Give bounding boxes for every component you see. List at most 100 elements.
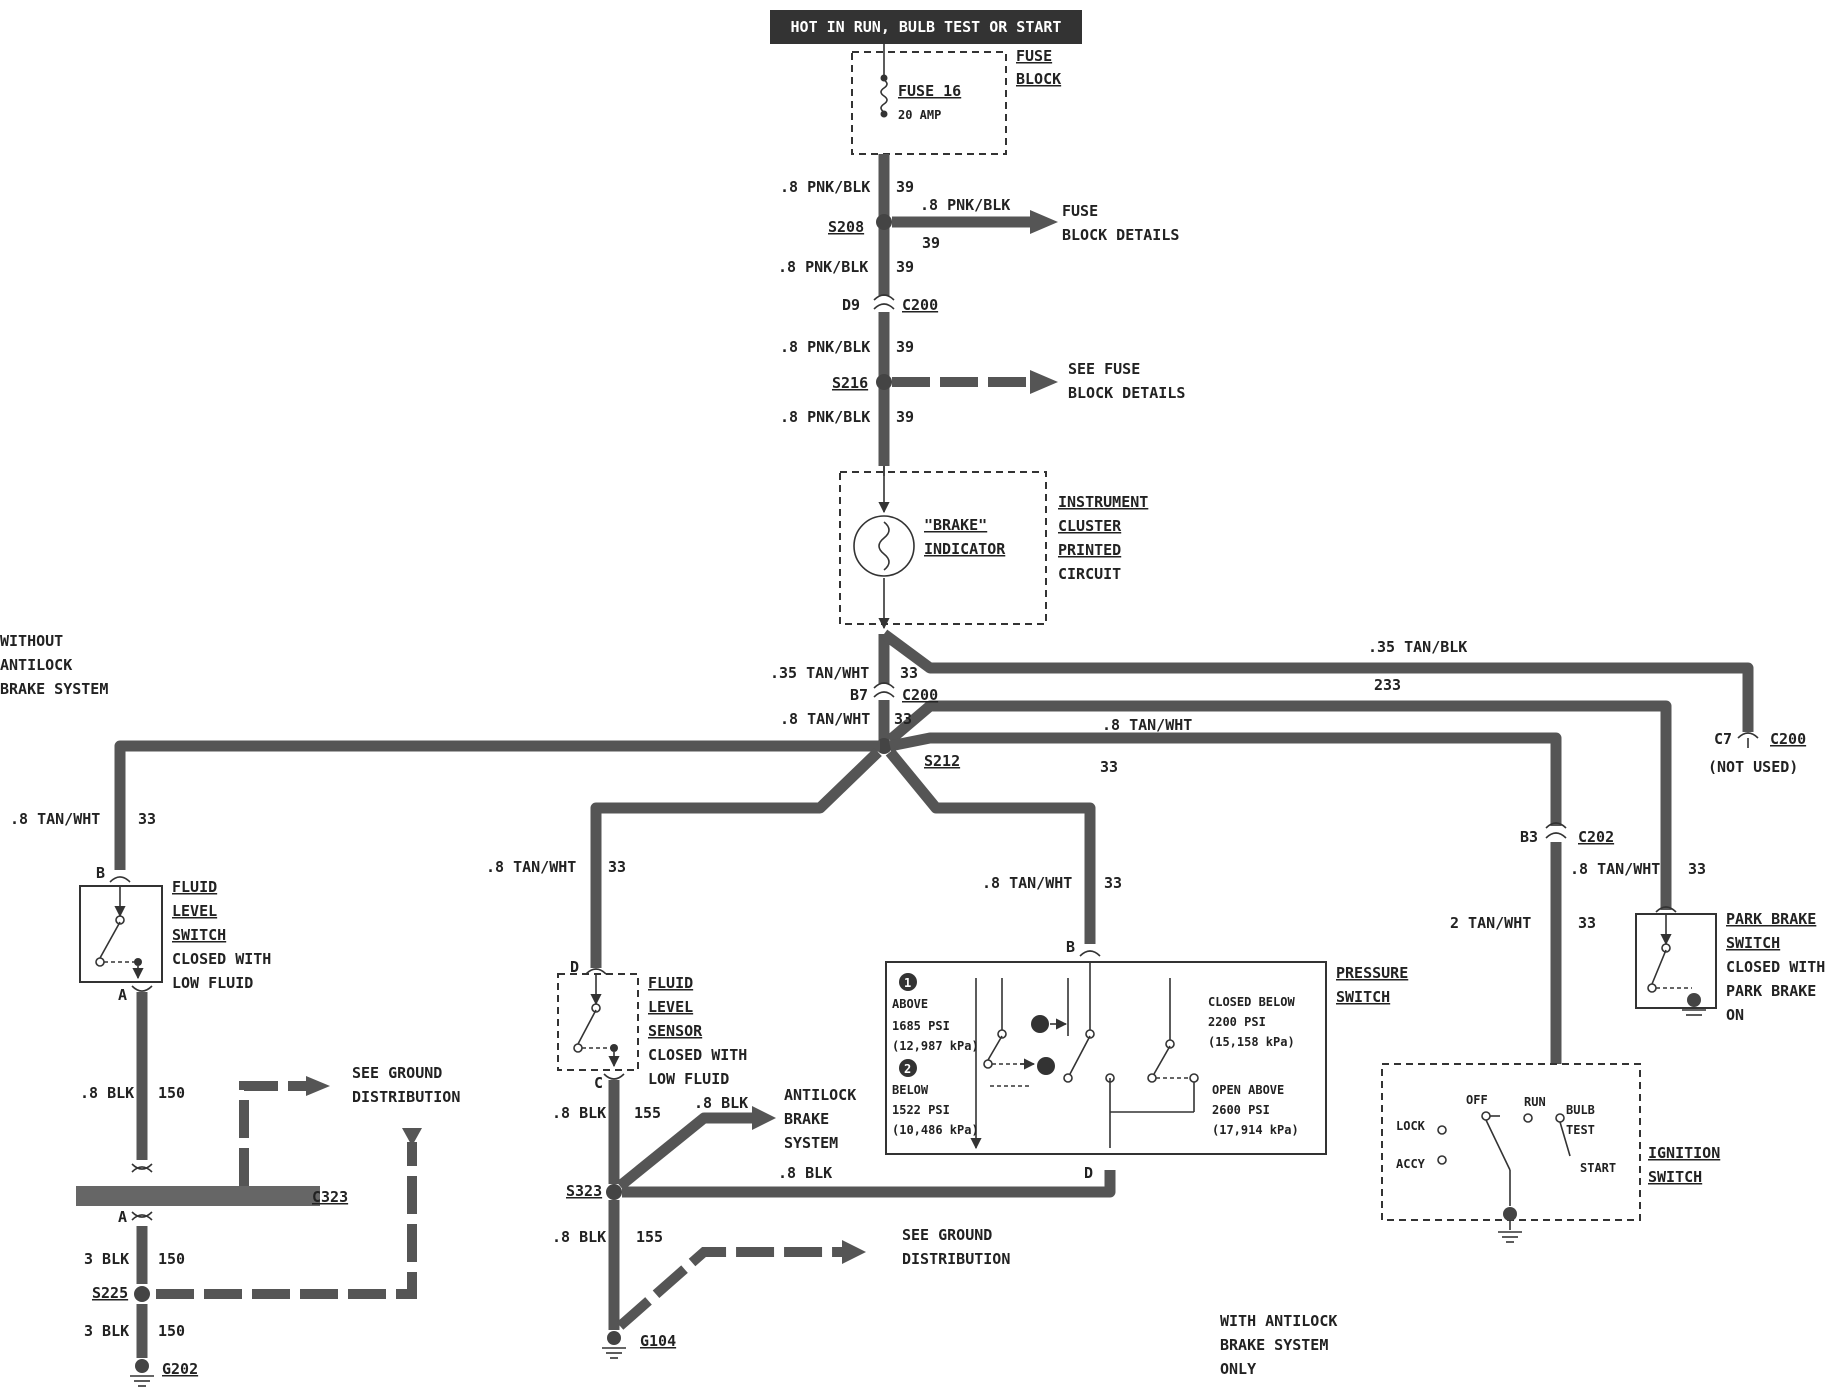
cluster-label-1: INSTRUMENT bbox=[1058, 493, 1148, 511]
see-ground-2: DISTRIBUTION bbox=[352, 1088, 460, 1106]
circuit-150-a: 150 bbox=[158, 1084, 185, 1102]
pin-a-left: A bbox=[118, 986, 127, 1004]
wire-label-pnk-blk-4: .8 PNK/BLK bbox=[780, 408, 870, 426]
ps-num-1-badge bbox=[899, 973, 917, 991]
ps-num-2b-badge bbox=[1037, 1057, 1055, 1075]
ign-test: TEST bbox=[1566, 1123, 1595, 1137]
abs-label-3: SYSTEM bbox=[784, 1134, 838, 1152]
ign-label-1: IGNITION bbox=[1648, 1144, 1720, 1162]
park-label-5: ON bbox=[1726, 1006, 1744, 1024]
park-label-3: CLOSED WITH bbox=[1726, 958, 1825, 976]
pin-a-c323: A bbox=[118, 1208, 127, 1226]
ignition-switch bbox=[1381, 1063, 1641, 1243]
circuit-33-park: 33 bbox=[1688, 860, 1706, 878]
circuit-33-b: 33 bbox=[894, 710, 912, 728]
ign-run: RUN bbox=[1524, 1095, 1546, 1109]
wire-label-pnk-blk-branch: .8 PNK/BLK bbox=[920, 196, 1010, 214]
ign-off: OFF bbox=[1466, 1093, 1488, 1107]
cluster-output-wires bbox=[114, 629, 1759, 1064]
fuse-block-details-2: BLOCK DETAILS bbox=[1062, 226, 1179, 244]
connector-c202 bbox=[1545, 822, 1567, 839]
pin-b3: B3 bbox=[1520, 828, 1538, 846]
power-banner: HOT IN RUN, BULB TEST OR START bbox=[770, 10, 1082, 44]
middle-ground-wires bbox=[602, 1073, 1116, 1359]
pressure-label-2: SWITCH bbox=[1336, 988, 1390, 1006]
wire-label-tan-wht-2: 2 TAN/WHT bbox=[1450, 914, 1531, 932]
connector-c323: C323 bbox=[312, 1188, 348, 1206]
power-banner-text: HOT IN RUN, BULB TEST OR START bbox=[791, 18, 1062, 36]
fuse-name: FUSE 16 bbox=[898, 82, 961, 100]
park-brake-switch bbox=[1635, 906, 1717, 1016]
feed-wire bbox=[873, 154, 895, 466]
circuit-233: 233 bbox=[1374, 676, 1401, 694]
wire-label-tan-wht-mid: .8 TAN/WHT bbox=[486, 858, 576, 876]
circuit-33-ps: 33 bbox=[1104, 874, 1122, 892]
ps-above: ABOVE bbox=[892, 997, 928, 1011]
ps-open-above: OPEN ABOVE bbox=[1212, 1083, 1284, 1097]
wire-label-blk-08-ps: .8 BLK bbox=[778, 1164, 832, 1182]
abs-label-2: BRAKE bbox=[784, 1110, 829, 1128]
ps-above-kpa: (12,987 kPa) bbox=[892, 1039, 979, 1053]
pin-d-sensor: D bbox=[570, 958, 579, 976]
ps-num-1b-badge bbox=[1031, 1015, 1049, 1033]
branch-s216 bbox=[892, 370, 1058, 394]
fluid-sensor-label-4: CLOSED WITH bbox=[648, 1046, 747, 1064]
cluster-label-2: CLUSTER bbox=[1058, 517, 1122, 535]
park-label-4: PARK BRAKE bbox=[1726, 982, 1816, 1000]
fuse-block-label-1: FUSE bbox=[1016, 47, 1052, 65]
wire-label-pnk-blk-2: .8 PNK/BLK bbox=[778, 258, 868, 276]
ps-closed-below: CLOSED BELOW bbox=[1208, 995, 1295, 1009]
pressure-switch bbox=[885, 950, 1327, 1155]
circuit-33-left: 33 bbox=[138, 810, 156, 828]
splice-s216-dot bbox=[876, 374, 892, 390]
wire-label-blk-3-b: 3 BLK bbox=[84, 1322, 129, 1340]
fluid-sensor-label-2: LEVEL bbox=[648, 998, 693, 1016]
splice-s208-dot bbox=[876, 214, 892, 230]
wire-label-blk-3-a: 3 BLK bbox=[84, 1250, 129, 1268]
ps-closed-psi: 2200 PSI bbox=[1208, 1015, 1266, 1029]
ground-g104: G104 bbox=[640, 1332, 676, 1350]
see-fuse-2: BLOCK DETAILS bbox=[1068, 384, 1185, 402]
ps-below-psi: 1522 PSI bbox=[892, 1103, 950, 1117]
wire-label-tan-wht-08-b: .8 TAN/WHT bbox=[1102, 716, 1192, 734]
with-abs-1: WITH ANTILOCK bbox=[1220, 1312, 1337, 1330]
circuit-39-c: 39 bbox=[896, 338, 914, 356]
fuse-block: FUSE 16 20 AMP FUSE BLOCK bbox=[851, 44, 1061, 155]
circuit-33-c: 33 bbox=[1100, 758, 1118, 776]
park-label-2: SWITCH bbox=[1726, 934, 1780, 952]
ps-num-2: 2 bbox=[904, 1062, 911, 1076]
fluid-sensor-label-3: SENSOR bbox=[648, 1022, 703, 1040]
without-abs-2: ANTILOCK bbox=[0, 656, 72, 674]
with-abs-3: ONLY bbox=[1220, 1360, 1256, 1378]
ps-num-2-badge bbox=[899, 1059, 917, 1077]
pin-b7: B7 bbox=[850, 686, 868, 704]
pin-c7: C7 bbox=[1714, 730, 1732, 748]
wire-label-tan-wht-left: .8 TAN/WHT bbox=[10, 810, 100, 828]
splice-s225: S225 bbox=[92, 1284, 128, 1302]
wire-label-blk-08-mid: .8 BLK bbox=[552, 1104, 606, 1122]
splice-s216: S216 bbox=[832, 374, 868, 392]
abs-label-1: ANTILOCK bbox=[784, 1086, 856, 1104]
splice-s208: S208 bbox=[828, 218, 864, 236]
wire-label-pnk-blk-3: .8 PNK/BLK bbox=[780, 338, 870, 356]
splice-s212: S212 bbox=[924, 752, 960, 770]
circuit-150-b: 150 bbox=[158, 1250, 185, 1268]
ign-lock: LOCK bbox=[1396, 1119, 1426, 1133]
circuit-33-a: 33 bbox=[900, 664, 918, 682]
brake-indicator-2: INDICATOR bbox=[924, 540, 1006, 558]
ps-below-kpa: (10,486 kPa) bbox=[892, 1123, 979, 1137]
see-ground-b1: SEE GROUND bbox=[902, 1226, 992, 1244]
wire-label-blk-08-gnd: .8 BLK bbox=[552, 1228, 606, 1246]
wire-label-tan-blk: .35 TAN/BLK bbox=[1368, 638, 1467, 656]
fuse-rating: 20 AMP bbox=[898, 108, 941, 122]
circuit-150-c: 150 bbox=[158, 1322, 185, 1340]
ign-accy: ACCY bbox=[1396, 1157, 1426, 1171]
fluid-sensor-label-5: LOW FLUID bbox=[648, 1070, 729, 1088]
wire-label-tan-wht-08-a: .8 TAN/WHT bbox=[780, 710, 870, 728]
ps-below: BELOW bbox=[892, 1083, 929, 1097]
left-ground-wires bbox=[76, 985, 422, 1387]
fluid-switch-label-5: LOW FLUID bbox=[172, 974, 253, 992]
ps-closed-kpa: (15,158 kPa) bbox=[1208, 1035, 1295, 1049]
ign-label-2: SWITCH bbox=[1648, 1168, 1702, 1186]
